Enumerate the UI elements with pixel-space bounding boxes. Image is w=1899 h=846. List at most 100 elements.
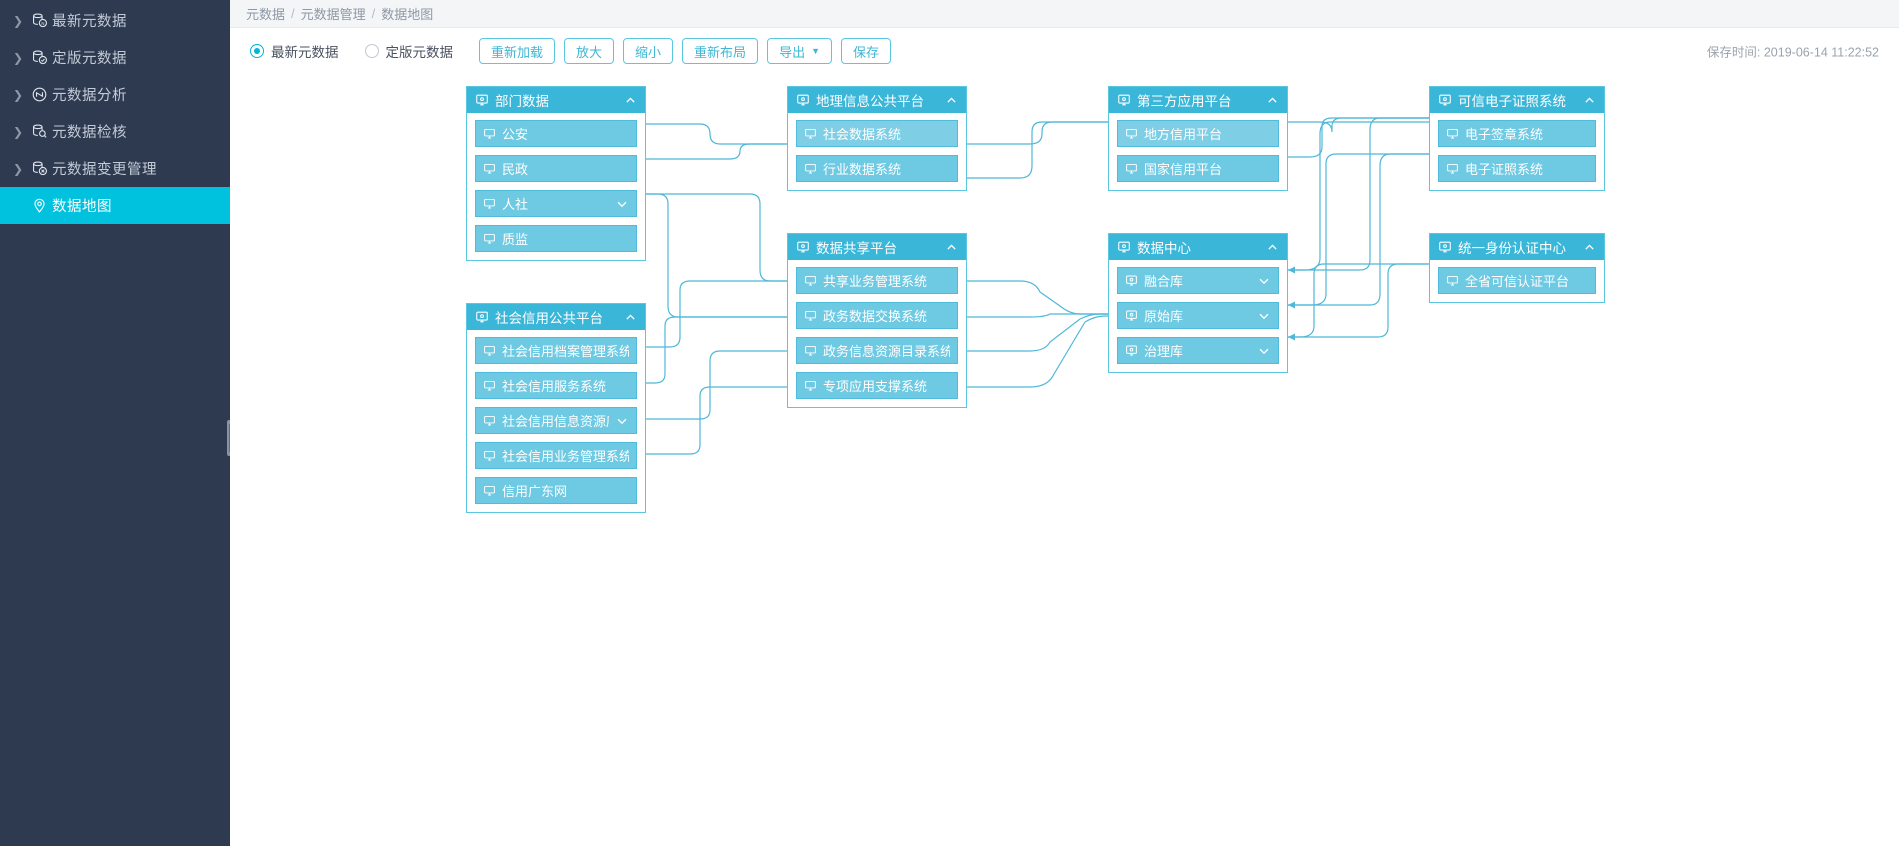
chevron-up-icon[interactable] (945, 94, 958, 107)
sidebar-item-data-map[interactable]: ❯ 数据地图 (0, 187, 230, 224)
panel-third-party-platform[interactable]: 第三方应用平台 地方信用平台 (1108, 86, 1288, 191)
node-credit-guangdong-web[interactable]: 信用广东网 (475, 477, 637, 504)
panel-unified-identity-center[interactable]: 统一身份认证中心 全省可信认证平台 (1429, 233, 1605, 303)
panel-header[interactable]: 统一身份认证中心 (1430, 234, 1604, 260)
sidebar-item-metadata-change-mgmt[interactable]: ❯ 元数据变更管理 (0, 150, 230, 187)
zoom-in-button[interactable]: 放大 (564, 38, 615, 64)
node-local-credit-platform[interactable]: 地方信用平台 (1117, 120, 1279, 147)
sidebar-item-latest-metadata[interactable]: ❯ N 最新元数据 (0, 2, 230, 39)
zoom-out-button[interactable]: 缩小 (623, 38, 674, 64)
analysis-circle-icon (26, 86, 52, 103)
panel-data-center[interactable]: 数据中心 融合库 (1108, 233, 1288, 373)
node-ecert-system[interactable]: 电子证照系统 (1438, 155, 1596, 182)
chevron-down-icon[interactable] (615, 197, 629, 211)
node-label: 社会信用业务管理系统 (502, 449, 629, 464)
node-gongan[interactable]: 公安 (475, 120, 637, 147)
node-gov-info-catalog[interactable]: 政务信息资源目录系统 (796, 337, 958, 364)
relayout-button[interactable]: 重新布局 (682, 38, 759, 64)
platform-icon (1438, 240, 1452, 254)
platform-icon (1438, 93, 1452, 107)
node-credit-info-repo[interactable]: 社会信用信息资源库 (475, 407, 637, 434)
panel-header[interactable]: 地理信息公共平台 (788, 87, 966, 113)
node-province-trusted-auth-platform[interactable]: 全省可信认证平台 (1438, 267, 1596, 294)
panel-body: 社会信用档案管理系统 社会信用服务系统 社会信用信息资源库 (467, 330, 645, 512)
chevron-down-icon[interactable] (1257, 344, 1271, 358)
panel-data-share-platform[interactable]: 数据共享平台 共享业务管理系统 (787, 233, 967, 408)
save-button[interactable]: 保存 (841, 38, 892, 64)
node-label: 政务信息资源目录系统 (823, 344, 950, 359)
chevron-up-icon[interactable] (1266, 241, 1279, 254)
panel-social-credit-platform[interactable]: 社会信用公共平台 社会信用档案管理系统 (466, 303, 646, 513)
monitor-icon (483, 162, 496, 175)
node-label: 民政 (502, 162, 529, 177)
panel-geo-info-platform[interactable]: 地理信息公共平台 社会数据系统 (787, 86, 967, 191)
node-credit-service-system[interactable]: 社会信用服务系统 (475, 372, 637, 399)
node-fusion-db[interactable]: 融合库 (1117, 267, 1279, 294)
panel-header[interactable]: 数据共享平台 (788, 234, 966, 260)
breadcrumb-item-1[interactable]: 元数据管理 (300, 7, 366, 22)
sidebar-item-metadata-analysis[interactable]: ❯ 元数据分析 (0, 76, 230, 113)
node-social-data-system[interactable]: 社会数据系统 (796, 120, 958, 147)
platform-icon (796, 240, 810, 254)
database-n-icon: N (26, 12, 52, 29)
monitor-icon (804, 162, 817, 175)
chevron-up-icon[interactable] (945, 241, 958, 254)
node-governance-db[interactable]: 治理库 (1117, 337, 1279, 364)
monitor-icon (1446, 162, 1459, 175)
radio-dot-icon (364, 44, 379, 58)
node-label: 政务数据交换系统 (823, 309, 928, 324)
node-national-credit-platform[interactable]: 国家信用平台 (1117, 155, 1279, 182)
node-minzheng[interactable]: 民政 (475, 155, 637, 182)
node-industry-data-system[interactable]: 行业数据系统 (796, 155, 958, 182)
panel-dept-data[interactable]: 部门数据 公安 (466, 86, 646, 261)
node-label: 国家信用平台 (1144, 162, 1223, 177)
panel-header[interactable]: 可信电子证照系统 (1430, 87, 1604, 113)
export-button[interactable]: 导出 ▼ (767, 38, 832, 64)
chevron-up-icon[interactable] (1583, 241, 1596, 254)
reload-button[interactable]: 重新加载 (479, 38, 556, 64)
sidebar-item-metadata-check[interactable]: ❯ 元数据检核 (0, 113, 230, 150)
chevron-up-icon[interactable] (1583, 94, 1596, 107)
data-map-canvas[interactable]: 部门数据 公安 (230, 74, 1899, 846)
chevron-down-icon[interactable] (615, 414, 629, 428)
sidebar: ❯ N 最新元数据 ❯ 定版元数据 ❯ (0, 0, 233, 846)
platform-icon (796, 93, 810, 107)
panel-header[interactable]: 第三方应用平台 (1109, 87, 1287, 113)
radio-versioned-metadata[interactable]: 定版元数据 (364, 41, 470, 61)
node-zhijian[interactable]: 质监 (475, 225, 637, 252)
node-rcfhe[interactable]: 人社 (475, 190, 637, 217)
chevron-up-icon[interactable] (624, 94, 637, 107)
breadcrumb-item-0[interactable]: 元数据 (246, 7, 286, 22)
save-time-label: 保存时间: 2019-06-14 11:22:52 (1706, 45, 1879, 60)
monitor-icon (804, 344, 817, 357)
chevron-down-icon[interactable] (1257, 274, 1271, 288)
monitor-icon (804, 309, 817, 322)
database-check-icon (26, 49, 52, 66)
chevron-up-icon[interactable] (1266, 94, 1279, 107)
node-credit-archive-mgmt[interactable]: 社会信用档案管理系统 (475, 337, 637, 364)
panel-header[interactable]: 部门数据 (467, 87, 645, 113)
chevron-right-icon: ❯ (10, 199, 26, 213)
node-esignature-system[interactable]: 电子签章系统 (1438, 120, 1596, 147)
node-raw-db[interactable]: 原始库 (1117, 302, 1279, 329)
node-share-business-mgmt[interactable]: 共享业务管理系统 (796, 267, 958, 294)
svg-text:N: N (41, 21, 44, 26)
panel-trusted-ecert-system[interactable]: 可信电子证照系统 电子签章系统 (1429, 86, 1605, 191)
panel-body: 共享业务管理系统 政务数据交换系统 政务信息资源目录系统 (788, 260, 966, 407)
panel-header[interactable]: 数据中心 (1109, 234, 1287, 260)
node-credit-business-mgmt[interactable]: 社会信用业务管理系统 (475, 442, 637, 469)
monitor-icon (483, 449, 496, 462)
monitor-icon (804, 274, 817, 287)
radio-latest-metadata[interactable]: 最新元数据 (250, 41, 355, 61)
node-gov-data-exchange[interactable]: 政务数据交换系统 (796, 302, 958, 329)
chevron-up-icon[interactable] (624, 311, 637, 324)
chevron-right-icon: ❯ (12, 50, 24, 65)
sidebar-item-label: 定版元数据 (52, 51, 127, 67)
node-special-app-support[interactable]: 专项应用支撑系统 (796, 372, 958, 399)
main-content: 元数据 / 元数据管理 / 数据地图 最新元数据 定版元数据 重新加载 放大 缩… (230, 0, 1899, 846)
panel-body: 融合库 原始库 (1109, 260, 1287, 372)
panel-header[interactable]: 社会信用公共平台 (467, 304, 645, 330)
chevron-down-icon[interactable] (1257, 309, 1271, 323)
sidebar-item-versioned-metadata[interactable]: ❯ 定版元数据 (0, 39, 230, 76)
sidebar-item-label: 数据地图 (52, 199, 112, 215)
